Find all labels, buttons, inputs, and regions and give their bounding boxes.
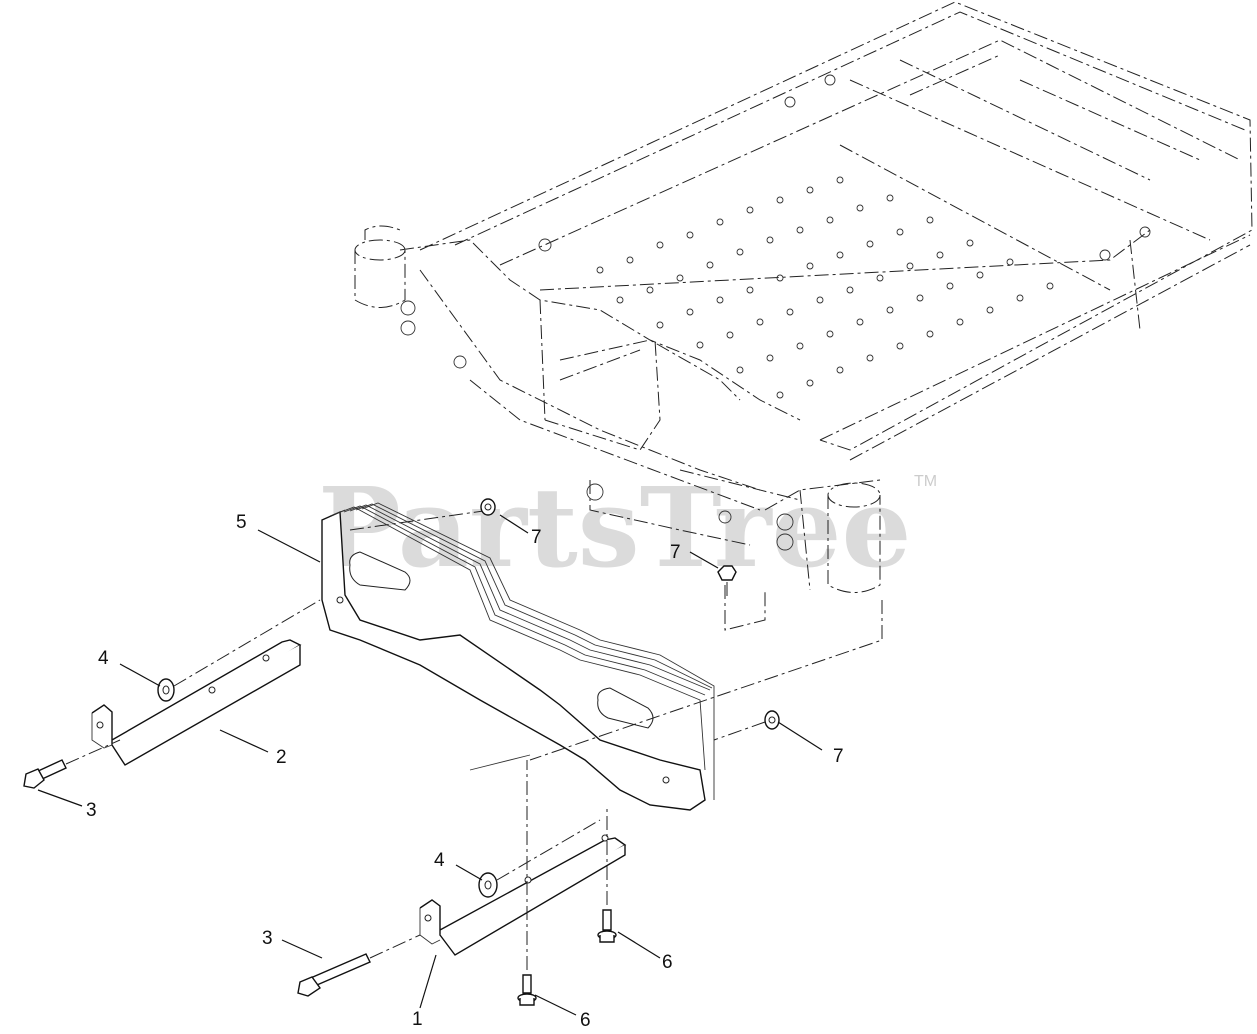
nut-top xyxy=(480,498,496,516)
counterweight-stack xyxy=(321,502,715,811)
callout-7-top: 7 xyxy=(531,527,542,548)
washer-upper xyxy=(157,599,321,702)
flange-bolt-left xyxy=(517,760,537,1006)
bolt-upper xyxy=(23,739,121,789)
callout-2: 2 xyxy=(276,747,287,768)
callout-3-upper: 3 xyxy=(86,800,97,821)
flange-bolt-right xyxy=(597,805,617,943)
mower-frame xyxy=(354,1,1253,631)
bracket-lower xyxy=(419,834,627,956)
callout-1: 1 xyxy=(412,1009,423,1030)
watermark-trademark: TM xyxy=(914,473,937,490)
callout-4-lower: 4 xyxy=(434,850,445,871)
callout-7-right: 7 xyxy=(833,746,844,767)
washer-lower xyxy=(478,819,601,898)
callout-6-right: 6 xyxy=(662,952,673,973)
callout-7-middle: 7 xyxy=(670,542,681,563)
callout-labels: 5 7 7 7 4 2 3 4 3 1 6 6 xyxy=(86,512,844,1031)
bracket-upper xyxy=(91,639,302,766)
bolt-lower xyxy=(297,934,421,997)
watermark: PartsTree TM xyxy=(318,463,937,592)
callout-5: 5 xyxy=(236,512,247,533)
callout-3-lower: 3 xyxy=(262,928,273,949)
nut-middle xyxy=(717,565,737,600)
watermark-text: PartsTree xyxy=(318,463,912,592)
nut-right xyxy=(529,600,883,761)
callout-leaders xyxy=(37,514,823,1016)
callout-6-left: 6 xyxy=(580,1010,591,1031)
callout-4-upper: 4 xyxy=(98,648,109,669)
